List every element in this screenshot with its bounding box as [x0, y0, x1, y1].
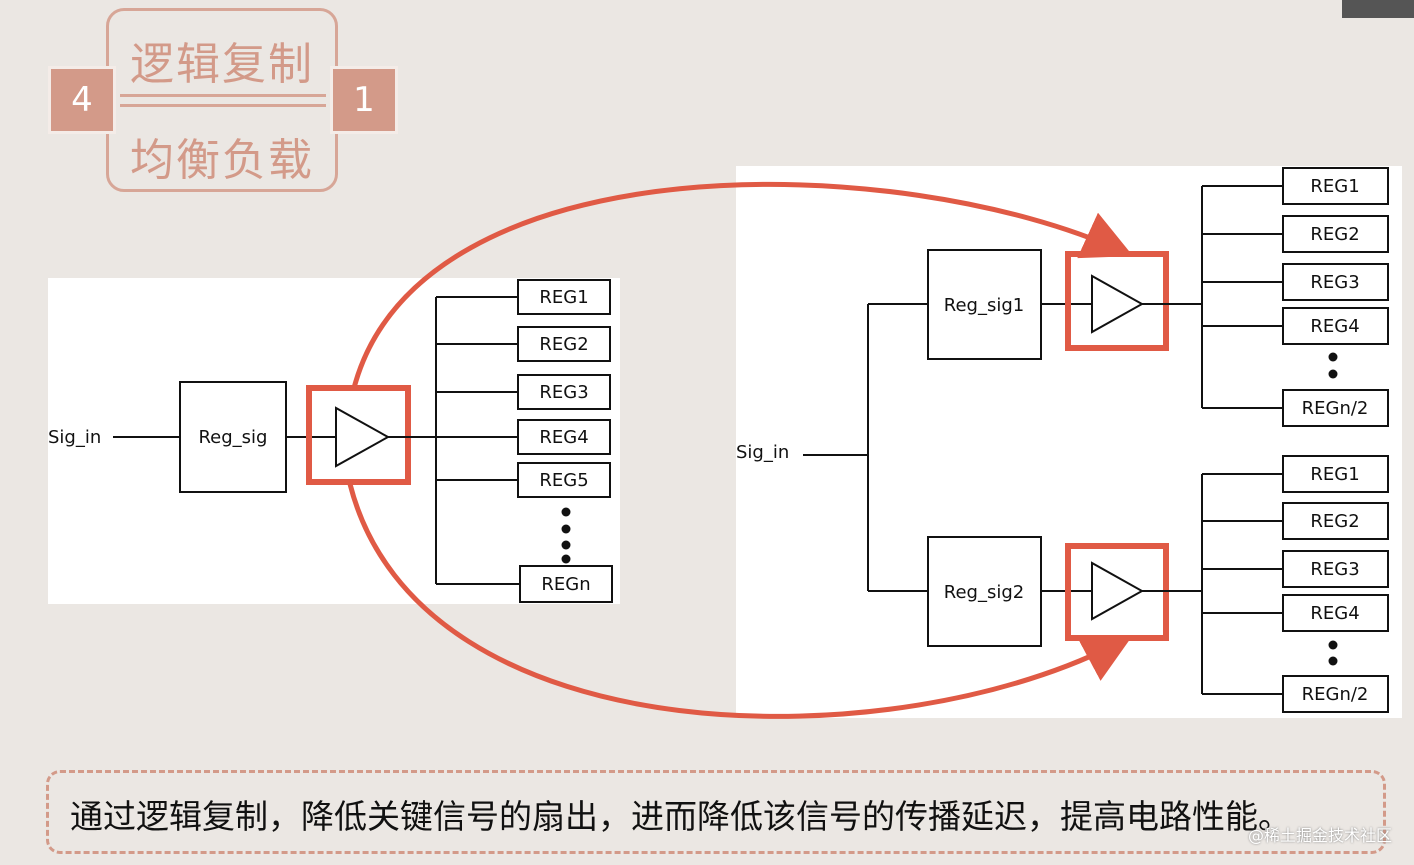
right-bottom-reg-box — [1282, 455, 1389, 493]
transform-arrow-top — [351, 181, 1134, 389]
right-reg-sig1-label: Reg_sig1 — [944, 295, 1024, 316]
left-reg-label: REGn — [541, 574, 590, 595]
left-reg-label: REG3 — [539, 382, 588, 403]
left-buffer-highlight — [306, 385, 411, 485]
right-top-reg-label: REG2 — [1310, 224, 1359, 245]
right-bottom-reg-box — [1282, 550, 1389, 588]
right-bottom-reg-box — [1282, 675, 1389, 713]
right-bottom-buffer-icon — [1091, 561, 1145, 621]
corner-decoration — [1342, 0, 1414, 18]
left-ellipsis-dot — [561, 554, 571, 564]
right-sig-in-label: Sig_in — [736, 442, 789, 463]
title-divider-upper — [120, 94, 326, 97]
left-reg-sig-box — [179, 381, 287, 493]
right-bottom-reg-label: REGn/2 — [1302, 684, 1369, 705]
left-reg-label: REG1 — [539, 287, 588, 308]
right-reg-sig2-box — [927, 536, 1042, 647]
title-bottom: 均衡负载 — [130, 135, 314, 186]
right-top-reg-box — [1282, 167, 1389, 205]
right-top-reg-box — [1282, 263, 1389, 301]
right-bottom-reg-box — [1282, 594, 1389, 632]
left-sig-in-label: Sig_in — [48, 427, 101, 448]
caption-text: 通过逻辑复制，降低关键信号的扇出，进而降低该信号的传播延迟，提高电路性能。 — [70, 797, 1291, 836]
right-top-reg-label: REG1 — [1310, 176, 1359, 197]
right-top-ellipsis-dot — [1328, 369, 1338, 379]
transform-arrow-bottom — [347, 483, 1133, 719]
left-reg-box — [517, 279, 611, 315]
left-reg-label: REG4 — [539, 427, 588, 448]
right-top-reg-label: REGn/2 — [1302, 398, 1369, 419]
left-ellipsis-dot — [561, 540, 571, 550]
right-top-reg-label: REG4 — [1310, 316, 1359, 337]
right-bottom-ellipsis-dot — [1328, 656, 1338, 666]
left-buffer-icon — [335, 406, 391, 468]
title-top: 逻辑复制 — [130, 39, 314, 90]
caption-box — [46, 770, 1386, 854]
left-reg-label: REG2 — [539, 334, 588, 355]
right-bottom-reg-label: REG4 — [1310, 603, 1359, 624]
right-bottom-reg-label: REG2 — [1310, 511, 1359, 532]
right-bottom-ellipsis-dot — [1328, 640, 1338, 650]
left-ellipsis-dot — [561, 507, 571, 517]
right-top-ellipsis-dot — [1328, 352, 1338, 362]
right-bottom-reg-label: REG1 — [1310, 464, 1359, 485]
left-reg-box — [519, 565, 613, 603]
right-top-buffer-icon — [1091, 274, 1145, 334]
number-left: 4 — [48, 66, 116, 134]
number-right: 1 — [330, 66, 398, 134]
right-bottom-reg-label: REG3 — [1310, 559, 1359, 580]
left-reg-sig-label: Reg_sig — [198, 427, 267, 448]
right-top-reg-box — [1282, 307, 1389, 345]
left-reg-box — [517, 326, 611, 362]
left-ellipsis-dot — [561, 524, 571, 534]
right-reg-sig2-label: Reg_sig2 — [944, 582, 1024, 603]
title-divider-lower — [120, 104, 326, 107]
left-reg-box — [517, 462, 611, 498]
left-reg-box — [517, 374, 611, 410]
right-top-reg-box — [1282, 389, 1389, 427]
left-reg-label: REG5 — [539, 470, 588, 491]
watermark: @稀土掘金技术社区 — [1247, 826, 1392, 845]
right-top-reg-box — [1282, 215, 1389, 253]
right-bottom-reg-box — [1282, 502, 1389, 540]
right-top-reg-label: REG3 — [1310, 272, 1359, 293]
